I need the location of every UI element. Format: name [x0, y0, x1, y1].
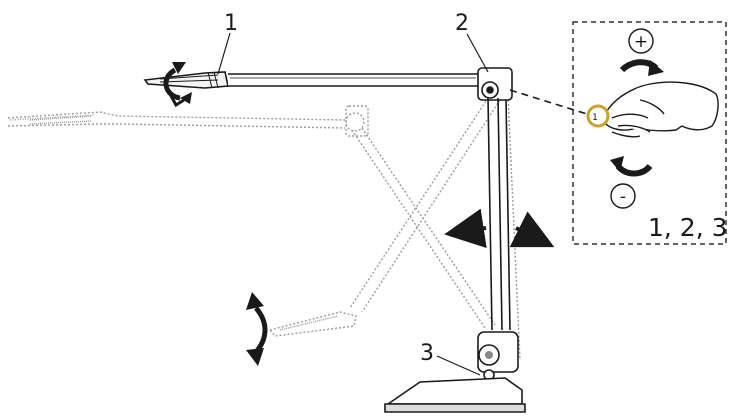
hand-coin-icon	[586, 81, 719, 138]
up-down-arrow-icon	[246, 292, 268, 366]
minus-sign: -	[620, 187, 626, 207]
callout-1: 1	[224, 11, 238, 36]
coin-label: 1	[592, 113, 598, 123]
rotate-arrows-icon	[163, 62, 192, 108]
counterclockwise-arrow-icon	[610, 156, 653, 177]
callout-leaders	[217, 32, 489, 376]
plus-sign: +	[634, 32, 648, 52]
inset-panel: + 1 - 1, 2, 3	[572, 21, 728, 245]
lamp-upright	[487, 97, 511, 331]
inset-caption: 1, 2, 3	[648, 213, 728, 242]
callout-2: 2	[455, 11, 469, 36]
lamp-main	[143, 67, 526, 413]
lamp-base	[385, 377, 523, 405]
lamp-arm	[228, 73, 487, 87]
tilt-arrows-icon	[444, 208, 555, 249]
clockwise-arrow-icon	[619, 59, 664, 76]
inset-leader	[509, 89, 588, 115]
callout-3: 3	[420, 341, 434, 366]
